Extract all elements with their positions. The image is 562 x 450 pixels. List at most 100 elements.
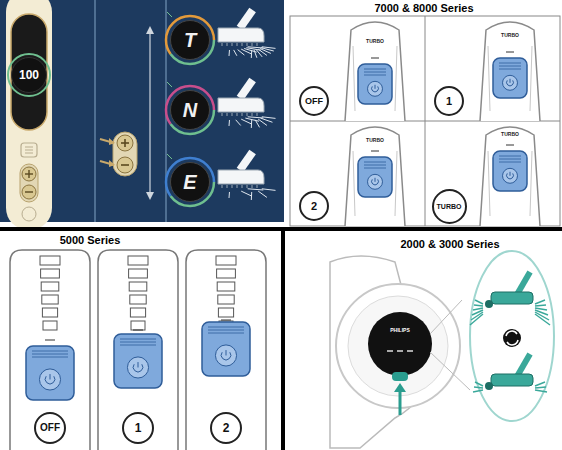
- mark: [167, 12, 172, 17]
- bristle: [252, 43, 253, 46]
- handle-outline: [480, 127, 540, 226]
- arrowhead: [394, 383, 406, 392]
- air-line: [474, 387, 483, 388]
- mark: [371, 151, 379, 152]
- nozzle-icon: [473, 353, 547, 392]
- air-line: [229, 192, 230, 198]
- bristle: [222, 113, 223, 116]
- air-line: [251, 50, 252, 58]
- power-button: [127, 357, 148, 378]
- bristle: [232, 113, 233, 116]
- air-line: [262, 189, 276, 191]
- air-line: [470, 314, 483, 325]
- handle-outline: [186, 250, 266, 450]
- bristle: [222, 43, 223, 46]
- nozzle-head: [218, 98, 264, 112]
- grip-bar: [40, 256, 60, 265]
- air-line: [258, 119, 267, 125]
- display-readout: 100: [11, 57, 47, 93]
- arrowhead: [109, 160, 115, 167]
- nozzle-head: [491, 292, 533, 304]
- nozzle-head: [491, 374, 533, 386]
- grip-line: [364, 168, 386, 169]
- grip-line: [364, 69, 386, 70]
- bristle: [227, 113, 228, 116]
- node-text: 1: [135, 422, 142, 434]
- grip-bar: [130, 295, 146, 304]
- printed-marking: TURBO: [366, 39, 384, 44]
- node-text: 2: [311, 201, 317, 212]
- setting-circle: 2: [210, 412, 242, 444]
- indicator: [397, 350, 403, 352]
- bristle: [237, 185, 238, 188]
- grip-line: [499, 156, 521, 157]
- air-line: [236, 120, 241, 126]
- slider: [358, 64, 392, 104]
- air-line: [251, 120, 252, 128]
- printed-marking: TURBO: [366, 138, 384, 143]
- node-text: OFF: [40, 423, 60, 433]
- plus-sign: [124, 139, 126, 147]
- air-line: [229, 50, 230, 56]
- setting-circle: 1: [434, 86, 464, 116]
- air-line: [248, 189, 264, 190]
- nozzle-icon: [218, 150, 276, 200]
- motor-ring: [348, 296, 448, 396]
- grip-line: [499, 162, 521, 163]
- air-line: [241, 191, 251, 196]
- air-line: [258, 191, 267, 197]
- callout-line: [430, 300, 462, 334]
- swap-icon: [503, 329, 521, 347]
- grip-bar: [217, 269, 236, 278]
- grid-border: [290, 16, 560, 226]
- display-ring: [8, 54, 50, 96]
- slider-grid: [290, 16, 560, 226]
- power-button: [368, 174, 383, 189]
- mode-ring: [166, 86, 214, 134]
- bristle: [257, 185, 258, 188]
- power-symbol: [375, 178, 376, 182]
- node-text: T: [184, 30, 196, 50]
- grip-line: [120, 342, 156, 343]
- button: [22, 167, 36, 181]
- menu-line: [25, 150, 33, 151]
- grip-line: [364, 75, 386, 76]
- grip-bar: [129, 269, 148, 278]
- bristle: [232, 185, 233, 188]
- power-symbol: [510, 79, 511, 83]
- grip-bar: [131, 321, 145, 330]
- bristle: [237, 113, 238, 116]
- nozzle-head: [218, 170, 264, 184]
- slider: [26, 346, 74, 400]
- divider: [94, 0, 96, 222]
- power-button: [503, 75, 518, 90]
- button-pill: [20, 164, 38, 202]
- air-line: [256, 50, 262, 57]
- panel-title: 7000 & 8000 Series: [374, 3, 473, 14]
- mode-ring: [166, 16, 214, 64]
- power-button: [368, 81, 383, 96]
- bristle: [247, 43, 248, 46]
- bristle: [222, 185, 223, 188]
- motor-ring: [336, 284, 460, 408]
- handle-edge: [488, 46, 532, 111]
- mark: [506, 145, 514, 146]
- bristle: [247, 185, 248, 188]
- button-pill: [113, 132, 137, 176]
- wheel: [485, 300, 493, 308]
- arrowhead: [146, 26, 154, 34]
- mode-button: [392, 372, 408, 381]
- bristle: [242, 43, 243, 46]
- grip-line: [499, 159, 521, 160]
- wand: [237, 78, 256, 101]
- control-panel: [0, 0, 284, 230]
- mode-ring: [166, 16, 214, 64]
- nozzle-head: [218, 28, 264, 42]
- button: [117, 157, 133, 173]
- plus-sign: [28, 170, 29, 178]
- air-line: [535, 390, 547, 392]
- mark: [167, 82, 172, 87]
- grip-bar: [217, 282, 235, 291]
